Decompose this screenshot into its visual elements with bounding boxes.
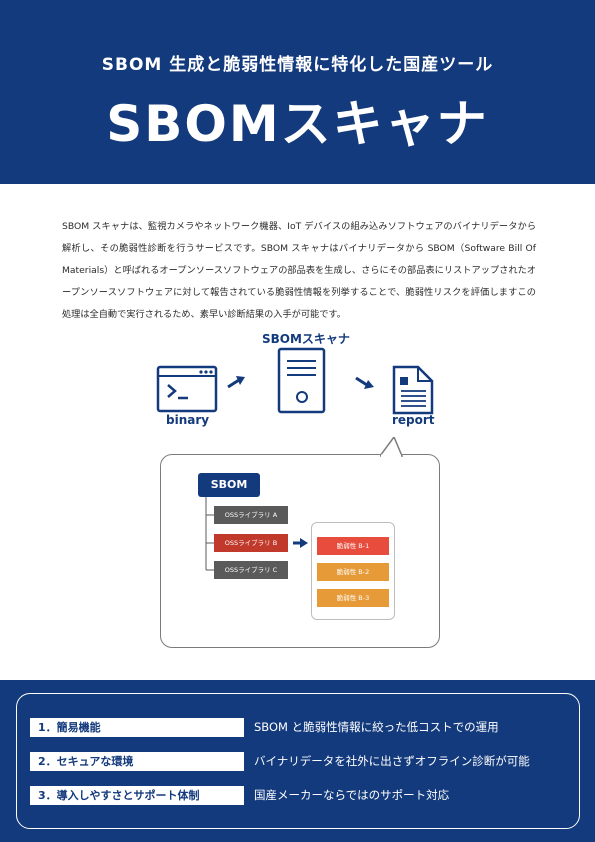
callout-tail xyxy=(380,437,404,457)
vulnerability-b1: 脆弱性 B-1 xyxy=(317,537,389,555)
feature-2-name: 2．セキュアな環境 xyxy=(30,752,244,771)
feature-3-name: 3．導入しやすさとサポート体制 xyxy=(30,786,244,805)
sbom-box: SBOM xyxy=(198,473,260,497)
binary-label: binary xyxy=(166,413,210,427)
feature-2-description: バイナリデータを社外に出さずオフライン診断が可能 xyxy=(254,754,530,768)
hero-subtitle: SBOM 生成と脆弱性情報に特化した国産ツール xyxy=(101,55,494,75)
features-frame xyxy=(16,693,580,829)
report-document-icon xyxy=(392,365,434,415)
arrow-right-icon xyxy=(293,538,308,548)
feature-3-description: 国産メーカーならではのサポート対応 xyxy=(254,788,450,802)
vulnerability-b2: 脆弱性 B-2 xyxy=(317,563,389,581)
scanner-label: SBOMスキャナ xyxy=(262,332,350,346)
server-icon xyxy=(277,347,326,414)
feature-1-name: 1．簡易機能 xyxy=(30,718,244,737)
hero-title: SBOMスキャナ xyxy=(106,95,489,153)
library-c: OSSライブラリ C xyxy=(214,561,288,579)
vulnerability-b3: 脆弱性 B-3 xyxy=(317,589,389,607)
library-b: OSSライブラリ B xyxy=(214,534,288,552)
terminal-window-icon xyxy=(156,365,218,413)
report-label: report xyxy=(392,413,435,427)
feature-1-description: SBOM と脆弱性情報に絞った低コストでの運用 xyxy=(254,720,499,734)
library-a: OSSライブラリ A xyxy=(214,506,288,524)
tree-connectors xyxy=(205,497,308,571)
hero-banner: SBOM 生成と脆弱性情報に特化した国産ツール SBOMスキャナ xyxy=(0,0,595,184)
arrow-right-icon xyxy=(355,376,374,389)
flow-icons xyxy=(156,347,434,415)
arrow-right-icon xyxy=(227,376,245,389)
intro-paragraph: SBOM スキャナは、監視カメラやネットワーク機器、IoT デバイスの組み込みソ… xyxy=(62,221,537,320)
